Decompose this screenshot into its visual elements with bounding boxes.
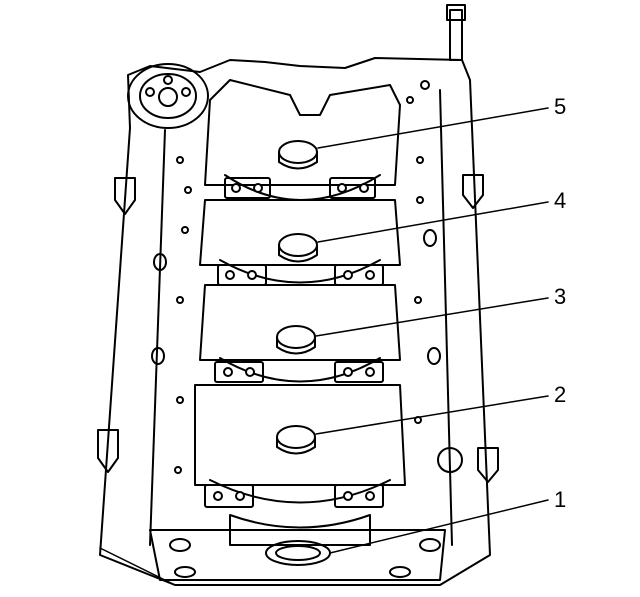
block-inner-wall-left [149,129,166,546]
leader-line-1b [99,547,176,586]
front-sprocket [127,63,209,129]
main-bearing-caps [149,79,446,581]
block-outline [99,57,491,586]
callout-labels: 5 4 3 2 1 [554,94,566,512]
block-holes [151,80,463,578]
cap-bolts [213,183,375,501]
leader-line-4 [317,201,549,243]
dipstick-tube [449,9,463,61]
bearing-inserts [265,140,331,566]
callout-1: 1 [554,487,566,512]
block-inner-wall-right [439,89,453,546]
callout-2: 2 [554,382,566,407]
callout-3: 3 [554,284,566,309]
callout-5: 5 [554,94,566,119]
leader-lines [99,107,549,586]
leader-line-2 [315,395,549,435]
dipstick-cap [446,4,466,21]
leader-line-5 [317,107,549,149]
leader-line-3 [315,297,549,337]
leader-line-1 [329,499,549,554]
side-bosses [97,174,499,483]
callout-4: 4 [554,188,566,213]
